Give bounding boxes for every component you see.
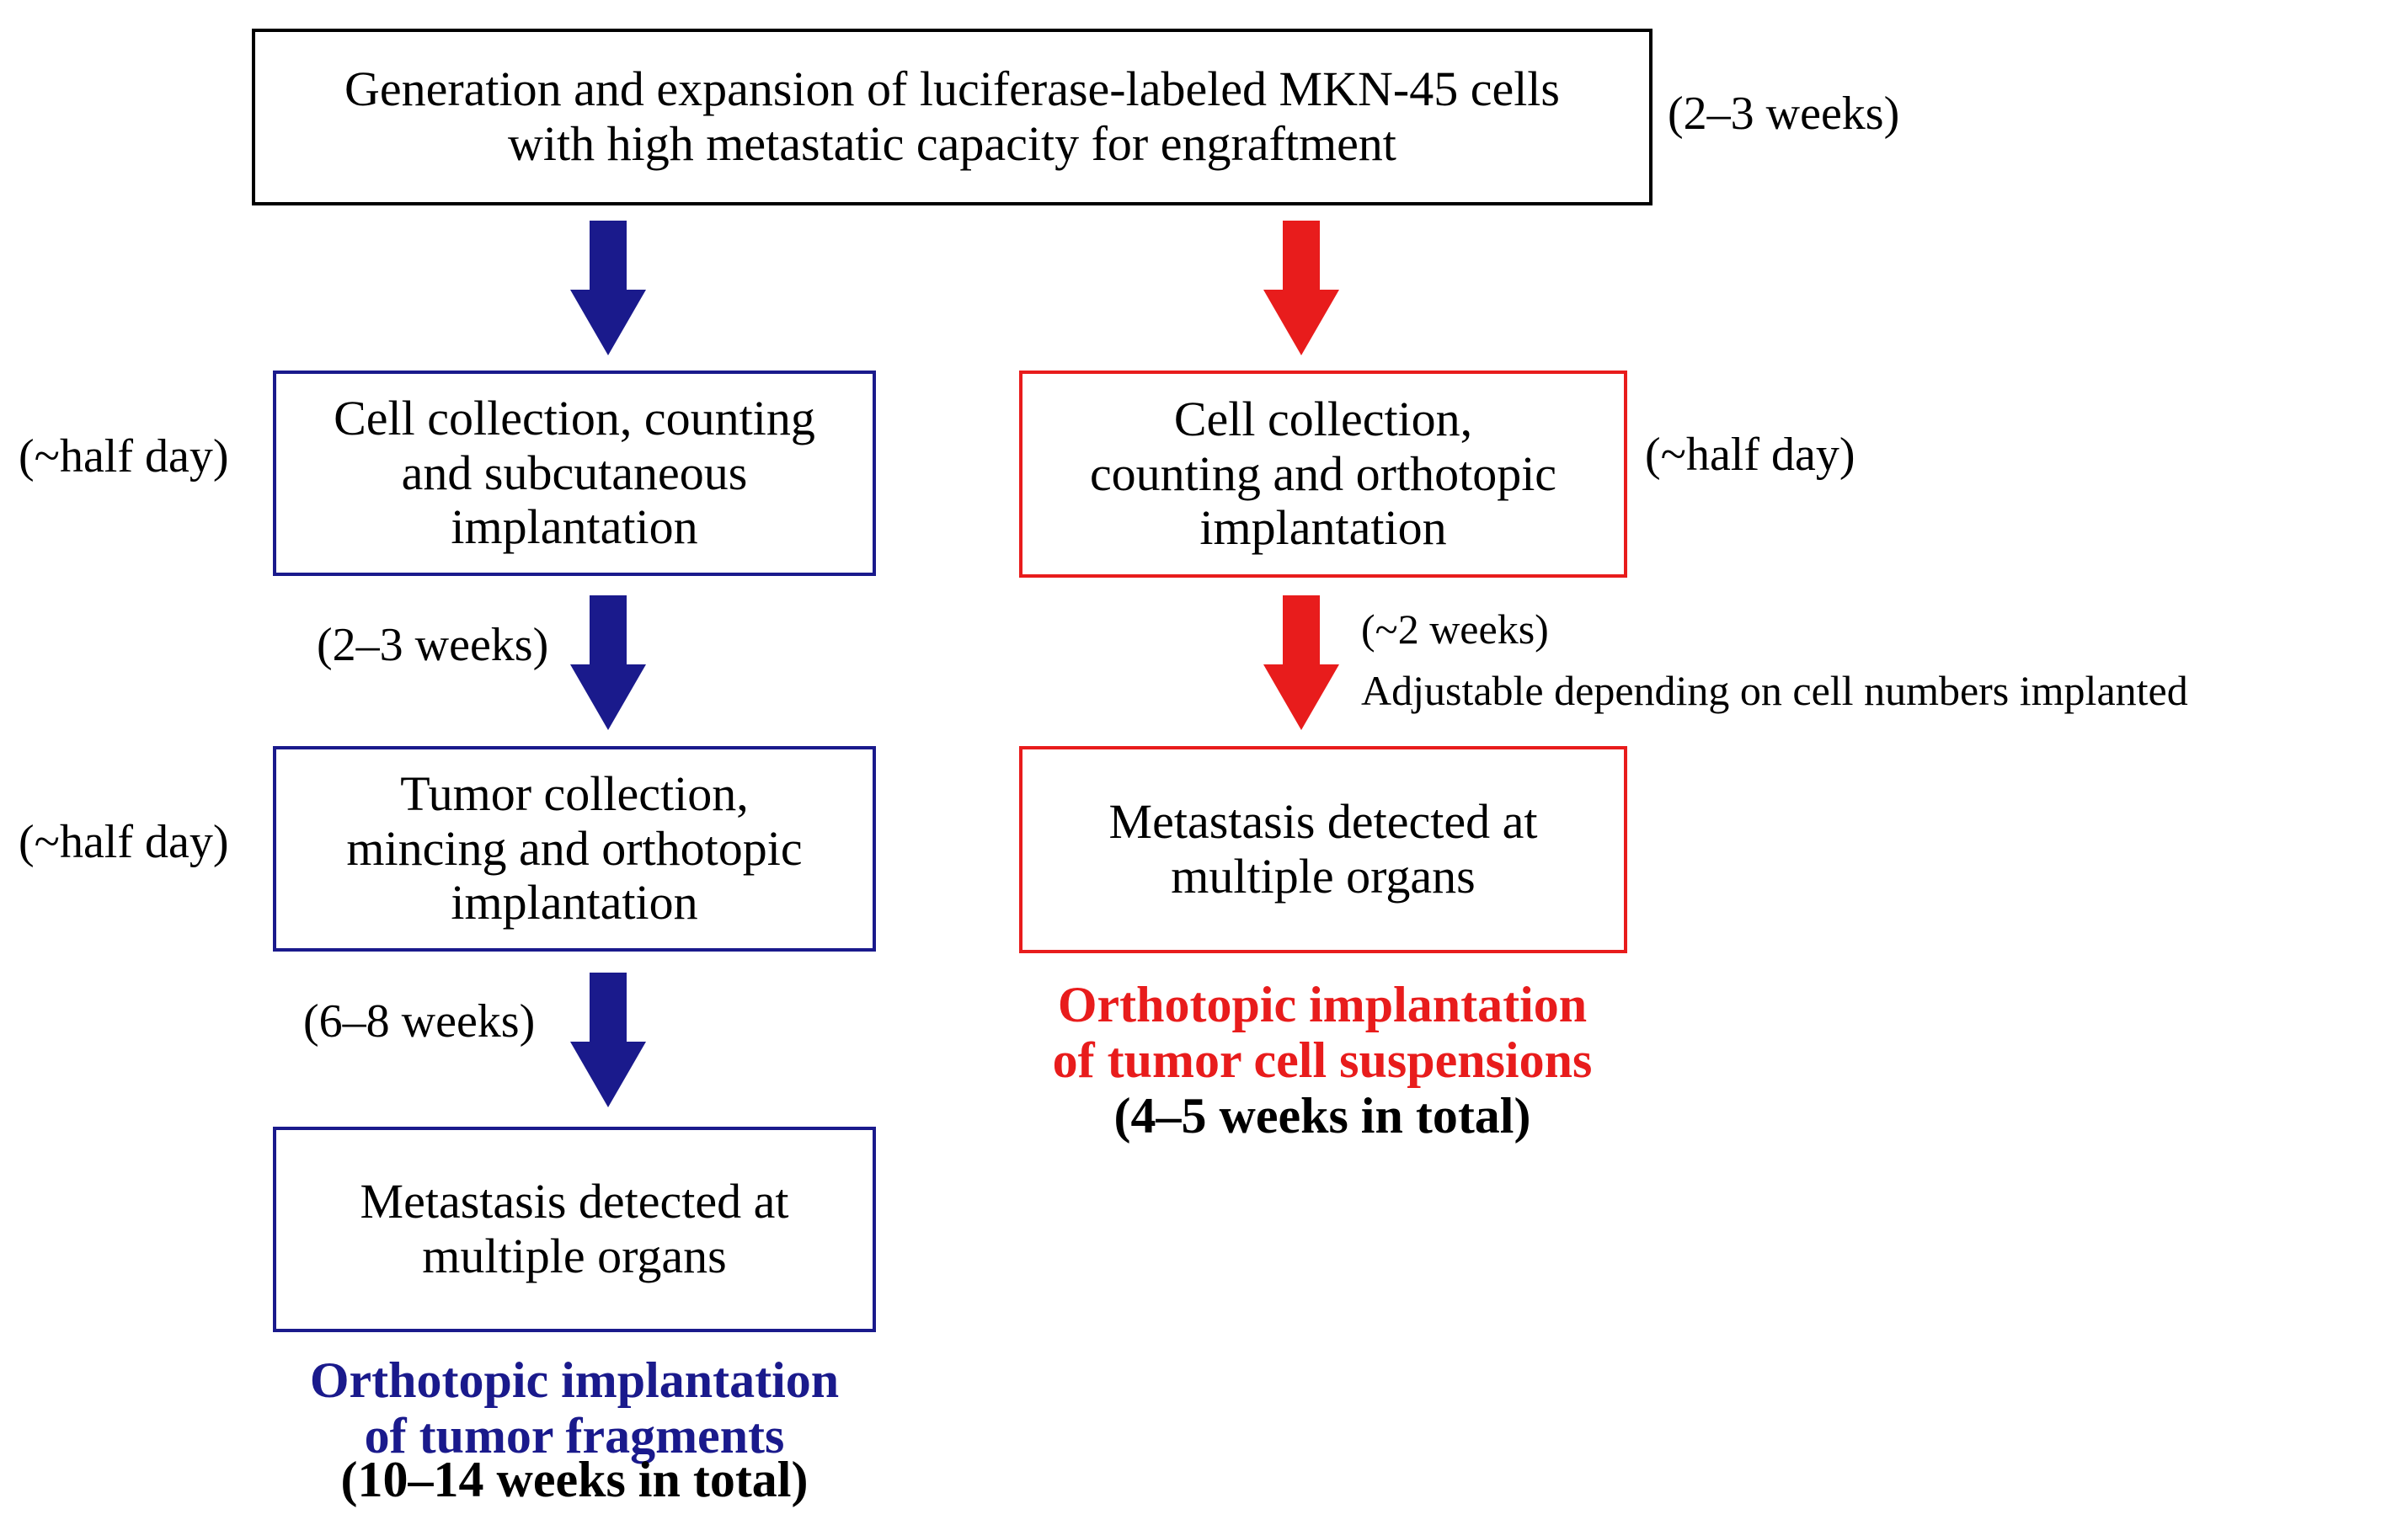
left-step2-duration: (~half day) [19,816,229,868]
left-gap1-duration: (2–3 weeks) [317,619,549,671]
left-arrow-1 [570,221,646,355]
top-duration-label: (2–3 weeks) [1668,88,1900,140]
right-caption: Orthotopic implantation of tumor cell su… [1052,977,1593,1088]
right-gap1-duration: (~2 weeks) [1361,605,1549,653]
left-gap2-duration: (6–8 weeks) [303,995,536,1048]
top-step-box: Generation and expansion of luciferase-l… [252,29,1652,205]
right-step1-text: Cell collection, counting and orthotopic… [1089,391,1557,556]
left-step1-text: Cell collection, counting and subcutaneo… [334,390,815,555]
right-step1-box: Cell collection, counting and orthotopic… [1019,371,1627,578]
top-step-text: Generation and expansion of luciferase-l… [344,61,1560,171]
left-caption: Orthotopic implantation of tumor fragmen… [309,1352,840,1464]
right-step2-box: Metastasis detected at multiple organs [1019,746,1627,953]
right-arrow-1 [1263,221,1339,355]
right-total: (4–5 weeks in total) [1113,1088,1531,1144]
left-total: (10–14 weeks in total) [340,1452,809,1507]
right-step2-text: Metastasis detected at multiple organs [1108,794,1538,904]
left-step2-box: Tumor collection, mincing and orthotopic… [273,746,876,952]
left-arrow-3 [570,973,646,1107]
left-step2-text: Tumor collection, mincing and orthotopic… [346,765,803,930]
right-gap1-note: Adjustable depending on cell numbers imp… [1361,667,2188,714]
left-step3-text: Metastasis detected at multiple organs [360,1174,789,1283]
right-arrow-2 [1263,595,1339,730]
left-arrow-2 [570,595,646,730]
left-step3-box: Metastasis detected at multiple organs [273,1127,876,1332]
left-step1-duration: (~half day) [19,430,229,483]
right-step1-duration: (~half day) [1645,429,1855,481]
left-step1-box: Cell collection, counting and subcutaneo… [273,371,876,576]
